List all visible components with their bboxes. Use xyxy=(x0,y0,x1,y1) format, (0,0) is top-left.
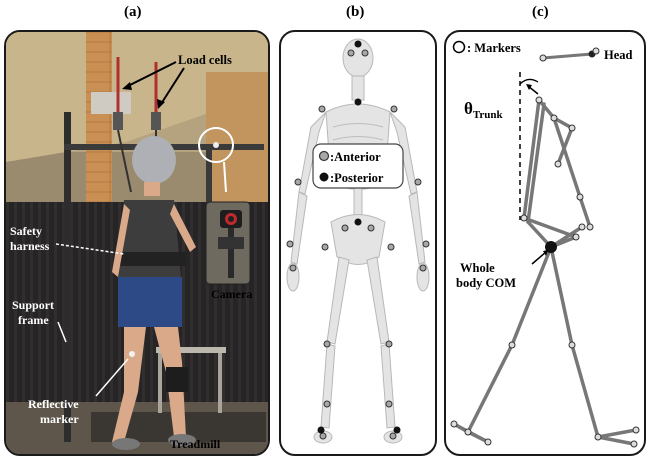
panel-a-photo: Load cells Safety harness Camera Support… xyxy=(4,30,270,456)
posterior-marker-swatch xyxy=(320,173,329,182)
anterior-marker-swatch xyxy=(320,152,329,161)
anterior-legend-label: :Anterior xyxy=(330,150,381,164)
theta-trunk-label: θTrunk xyxy=(464,99,504,121)
support-frame-label-1: Support xyxy=(12,298,54,312)
reflective-marker-label-1: Reflective xyxy=(28,397,79,411)
panel-b-skeleton: :Anterior :Posterior xyxy=(279,30,437,456)
reflective-marker-label-2: marker xyxy=(40,412,79,426)
com-label-1: Whole xyxy=(460,261,495,275)
camera-label: Camera xyxy=(211,287,252,301)
panel-a-label: (a) xyxy=(124,4,142,21)
load-cells-label: Load cells xyxy=(178,53,232,67)
support-frame-label-2: frame xyxy=(18,313,49,327)
panel-c-stick-model: : Markers Head θTrunk xyxy=(444,30,646,456)
com-label-2: body COM xyxy=(456,276,516,290)
head-label: Head xyxy=(604,48,633,62)
safety-harness-label-1: Safety xyxy=(10,224,42,238)
skeleton-figure: :Anterior :Posterior xyxy=(281,32,435,454)
safety-harness-label-2: harness xyxy=(10,239,50,253)
posterior-legend-label: :Posterior xyxy=(330,171,384,185)
treadmill-label: Treadmill xyxy=(170,437,221,451)
head-segment xyxy=(543,54,592,58)
markers-legend-swatch xyxy=(454,42,465,53)
setup-photo: Load cells Safety harness Camera Support… xyxy=(6,32,268,454)
stick-figure-model: : Markers Head θTrunk xyxy=(446,32,644,454)
markers-legend-label: : Markers xyxy=(467,41,521,55)
panel-c-label: (c) xyxy=(532,4,549,21)
panel-b-label: (b) xyxy=(346,4,364,21)
